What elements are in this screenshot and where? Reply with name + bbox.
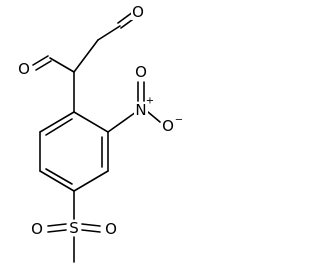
bond-ring-inner-c4-c5 — [45, 168, 73, 185]
bond-sulfonyl-o-right-b — [81, 229, 101, 233]
bond-ring-c4-c5 — [39, 170, 75, 192]
bond-ring-c6-c1 — [39, 111, 75, 133]
charge-nitro-o-minus: − — [175, 115, 183, 126]
atom-aldehyde-o-left: O — [18, 60, 30, 78]
atom-sulfonyl-o-left: O — [31, 220, 43, 238]
atom-nitro-o-top: O — [135, 63, 147, 81]
atom-aldehyde-o-top: O — [132, 3, 144, 21]
atom-nitro-n: N — [135, 101, 146, 119]
bond-ch-to-top-c — [73, 39, 99, 73]
bond-nitro-o-right — [147, 111, 161, 123]
bond-ring-to-nitro — [107, 111, 137, 133]
bonds — [32, 11, 161, 263]
bond-ring-inner-c6-c1 — [45, 118, 73, 136]
bond-ring-c3-c4 — [73, 170, 109, 192]
bond-sulfonyl-o-left-b — [47, 229, 67, 233]
bond-aldehyde-left-double-a — [32, 55, 49, 66]
bond-aldehyde-top-double-a — [117, 11, 134, 24]
bond-aldehyde-left-single — [49, 57, 75, 73]
bond-aldehyde-top-single — [97, 25, 121, 41]
bond-sulfonyl-o-left-a — [47, 223, 67, 227]
atom-nitro-o-right: O — [162, 117, 174, 135]
chemical-structure: O O N + O O − S O O — [17, 3, 183, 263]
atom-sulfonyl-o-right: O — [105, 220, 117, 238]
atom-sulfonyl-s: S — [69, 219, 79, 237]
bond-ring-c1-c2 — [73, 111, 109, 133]
bond-sulfonyl-o-right-a — [81, 223, 101, 227]
atom-labels: O O N + O O − S O O — [17, 3, 183, 238]
bond-aldehyde-left-double-b — [35, 60, 52, 71]
charge-nitro-n-plus: + — [146, 96, 154, 107]
